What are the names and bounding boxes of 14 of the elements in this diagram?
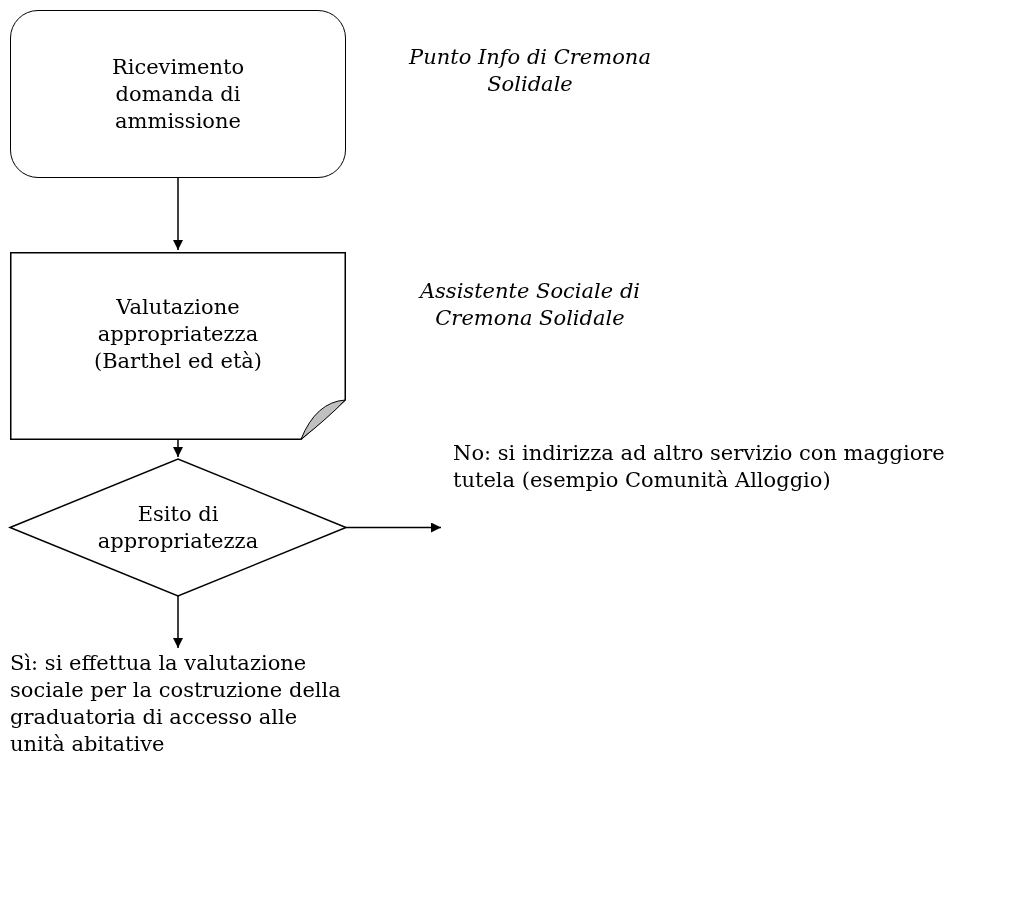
outcome-text: No: si indirizza ad altro servizio con maggiore tutela (esempio Comunità Alloggio) [453, 440, 946, 494]
role-note: Assistente Sociale di Cremona Solidale [417, 278, 642, 332]
arrow [173, 595, 183, 649]
document-box [10, 252, 346, 440]
arrow [345, 522, 442, 533]
node-label: Esito di appropriatezza [97, 500, 259, 555]
role-note: Punto Info di Cremona Solidale [407, 44, 652, 98]
node-label: Valutazione appropriatezza (Barthel ed età) [92, 294, 264, 375]
arrow [173, 177, 183, 251]
node-label: Ricevimento domanda di ammissione [110, 53, 246, 135]
start-box [10, 10, 346, 178]
outcome-text: Sì: si effettua la valutazione sociale per la costruzione della graduatoria di accesso alle unità abitative [10, 650, 342, 758]
arrow [173, 439, 183, 458]
decision-diamond [10, 459, 346, 596]
